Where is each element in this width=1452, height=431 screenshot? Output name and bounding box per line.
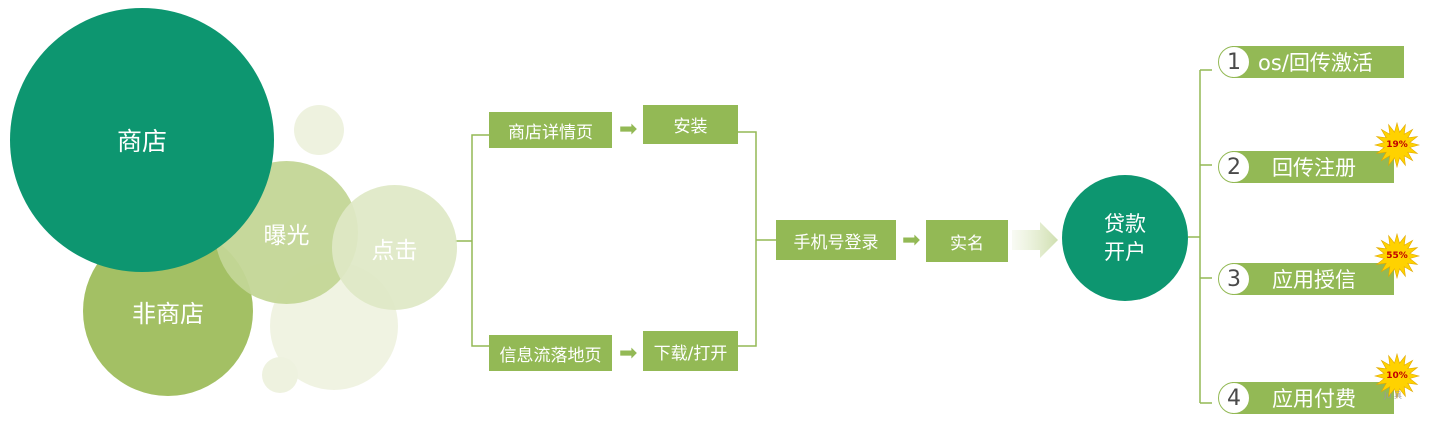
to-loan-arrow	[1012, 222, 1058, 258]
credit-rate-label: 55%	[1386, 251, 1408, 261]
right-arrow-icon: ➡	[902, 228, 921, 253]
download-open-label: 下载/打开	[653, 343, 728, 364]
footnote-text: Ju 具	[1384, 391, 1402, 400]
starburst-register-badge: 19%	[1374, 122, 1420, 168]
real-name-box: 实名	[926, 220, 1008, 262]
store-bubble: 商店	[10, 8, 274, 272]
right-arrow-icon: ➡	[619, 117, 638, 142]
starburst-payment-badge: 10%	[1374, 353, 1420, 399]
decor-bubble-small-bottom	[262, 357, 298, 393]
install-label: 安装	[673, 117, 708, 137]
step-number-4: 4	[1218, 382, 1250, 414]
decor-bubble-small-top	[294, 105, 344, 155]
payment-rate-label: 10%	[1386, 371, 1408, 381]
step-number-1: 1	[1218, 46, 1250, 78]
loan-account-circle: 贷款 开户	[1062, 175, 1188, 301]
outcome-activation-label: os/回传激活	[1258, 51, 1373, 75]
download-open-box: 下载/打开	[643, 331, 738, 371]
outcome-payment-box: 应用付费	[1232, 382, 1394, 414]
step-number-3: 3	[1218, 263, 1250, 295]
outcome-register-label: 回传注册	[1272, 156, 1356, 180]
click-bubble: 点击	[332, 185, 457, 310]
store-label: 商店	[116, 127, 167, 156]
install-box: 安装	[643, 105, 738, 144]
outcome-payment-label: 应用付费	[1272, 387, 1356, 411]
feed-landing-page-box: 信息流落地页	[489, 335, 612, 371]
step-number-2: 2	[1218, 151, 1250, 183]
starburst-credit-badge: 55%	[1374, 233, 1420, 279]
merge-bracket	[738, 131, 776, 347]
outcome-register-box: 回传注册	[1232, 151, 1394, 183]
outcome-activation-box: os/回传激活	[1232, 46, 1404, 78]
exposure-label: 曝光	[263, 222, 310, 249]
phone-login-box: 手机号登录	[776, 220, 896, 260]
right-arrow-icon: ➡	[619, 341, 638, 366]
feed-landing-page-label: 信息流落地页	[499, 345, 602, 366]
outcome-bracket	[1188, 69, 1212, 404]
phone-login-label: 手机号登录	[793, 232, 879, 253]
store-detail-page-label: 商店详情页	[508, 122, 593, 143]
outcome-credit-label: 应用授信	[1272, 268, 1356, 292]
non-store-label: 非商店	[132, 299, 204, 328]
click-label: 点击	[371, 237, 418, 264]
register-rate-label: 19%	[1386, 140, 1408, 150]
loan-label-line2: 开户	[1104, 240, 1146, 264]
store-detail-page-box: 商店详情页	[489, 112, 612, 148]
loan-label-line1: 贷款	[1104, 212, 1146, 236]
outcome-credit-box: 应用授信	[1232, 263, 1394, 295]
split-bracket	[455, 134, 489, 347]
real-name-label: 实名	[950, 233, 984, 254]
